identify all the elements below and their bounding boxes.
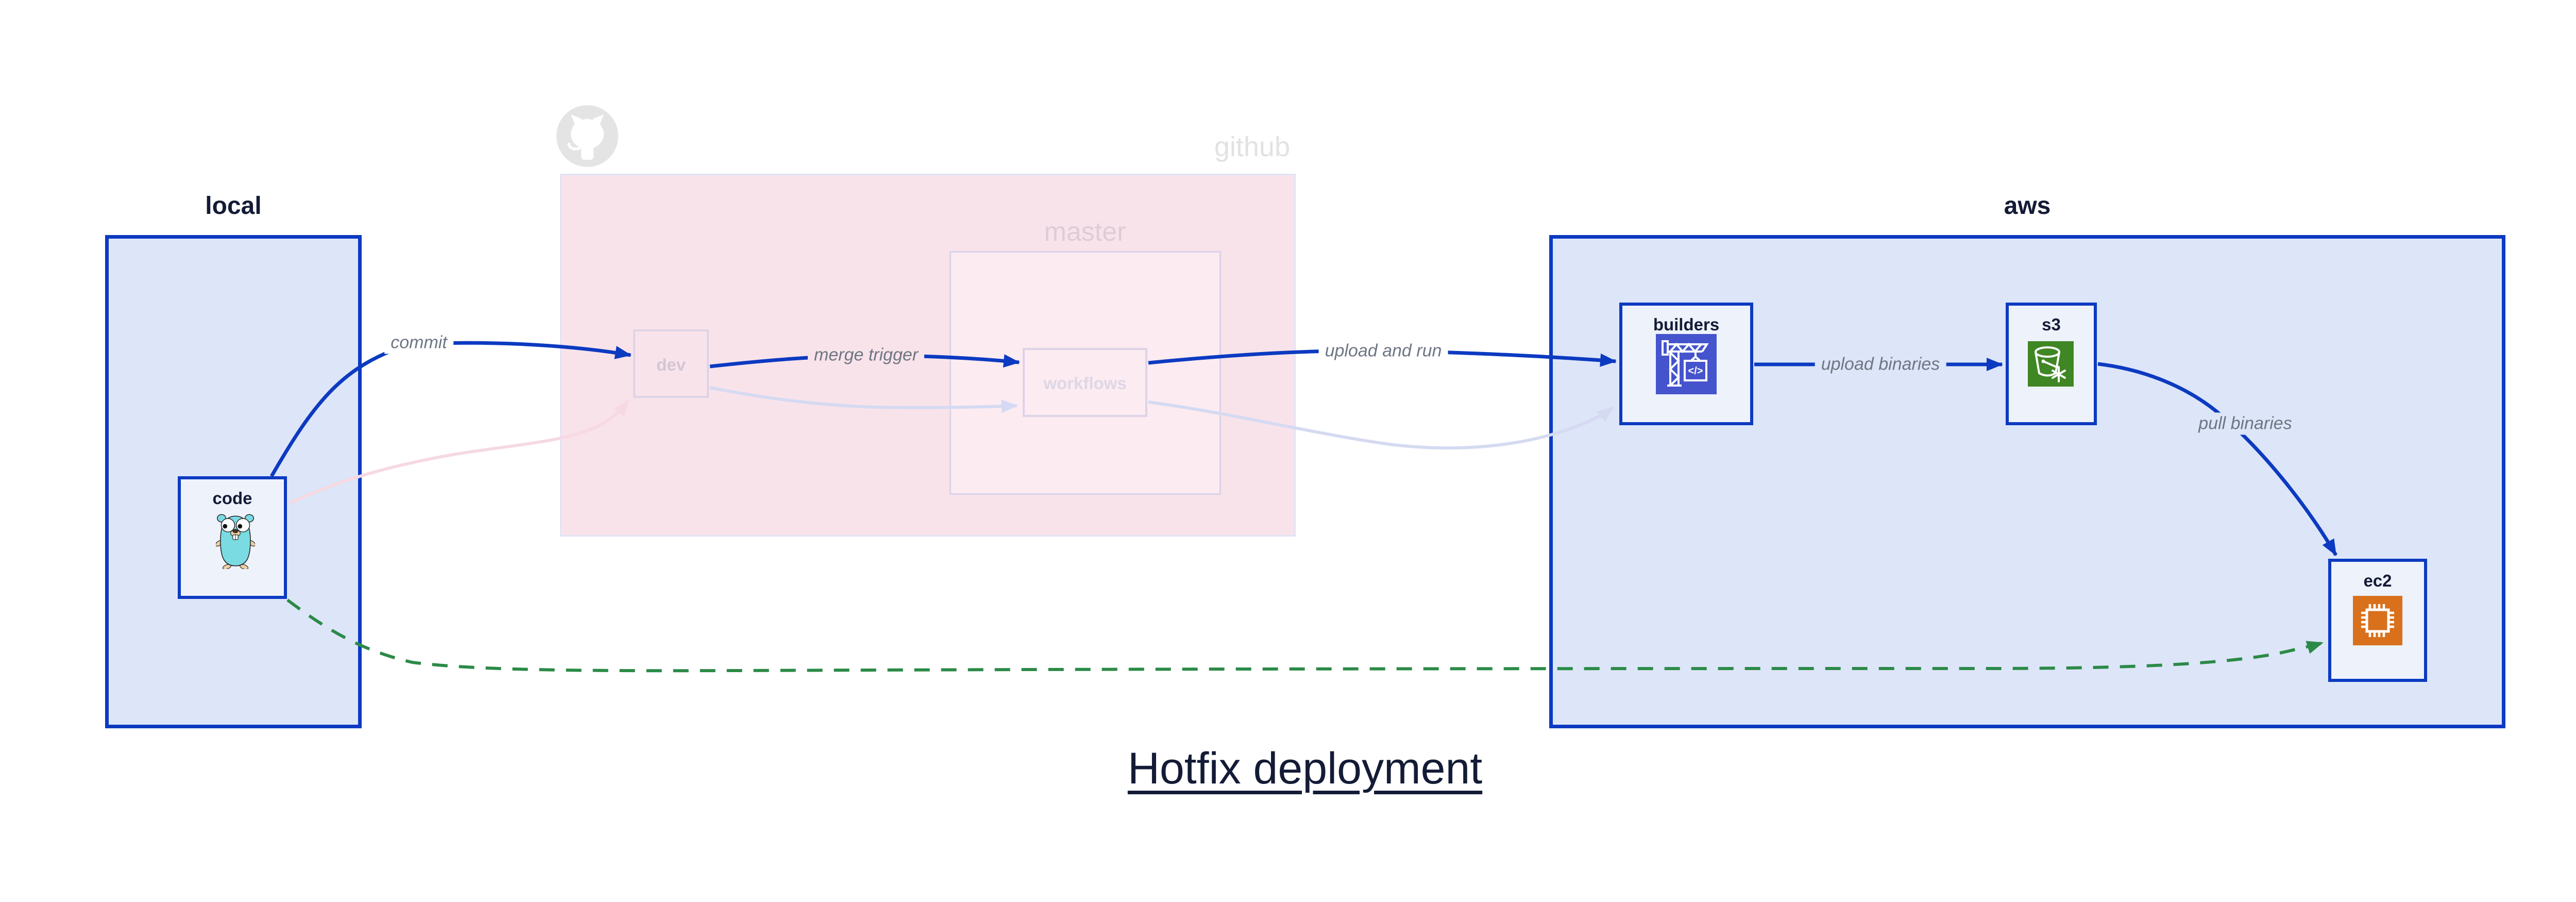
edge-label-merge-trigger: merge trigger [807,344,925,366]
master-branch-region [950,251,1221,495]
edge-label-upload-binaries: upload binaries [1815,353,1946,376]
local-region-label: local [205,192,262,220]
builders-node: builders </> [1619,303,1753,425]
s3-node-label: s3 [2042,315,2061,334]
ec2-node: ec2 [2328,559,2427,682]
edge-label-pull-binaries: pull binaries [2192,412,2298,435]
ec2-chip-icon [2353,596,2402,645]
codebuild-icon: </> [1656,334,1717,394]
go-gopher-icon [216,514,255,569]
code-node-label: code [212,489,252,508]
workflows-node-label: workflows [1043,374,1127,393]
code-node: code [178,476,287,599]
workflows-node: workflows [1023,348,1147,417]
github-octocat-icon [556,105,618,167]
diagram-title: Hotfix deployment [1127,744,1483,793]
github-region-label: github [1214,131,1290,162]
edge-label-commit: commit [384,331,453,354]
aws-region-label: aws [2004,192,2051,220]
s3-bucket-icon [2028,341,2074,387]
codebuild-code-glyph: </> [1688,365,1703,377]
builders-node-label: builders [1653,315,1720,334]
dev-node-label: dev [656,355,686,374]
ec2-node-label: ec2 [2363,571,2392,590]
master-region-label: master [1044,217,1126,247]
edge-label-upload-and-run: upload and run [1318,340,1448,362]
s3-node: s3 [2006,303,2097,425]
dev-branch-node: dev [633,329,709,398]
